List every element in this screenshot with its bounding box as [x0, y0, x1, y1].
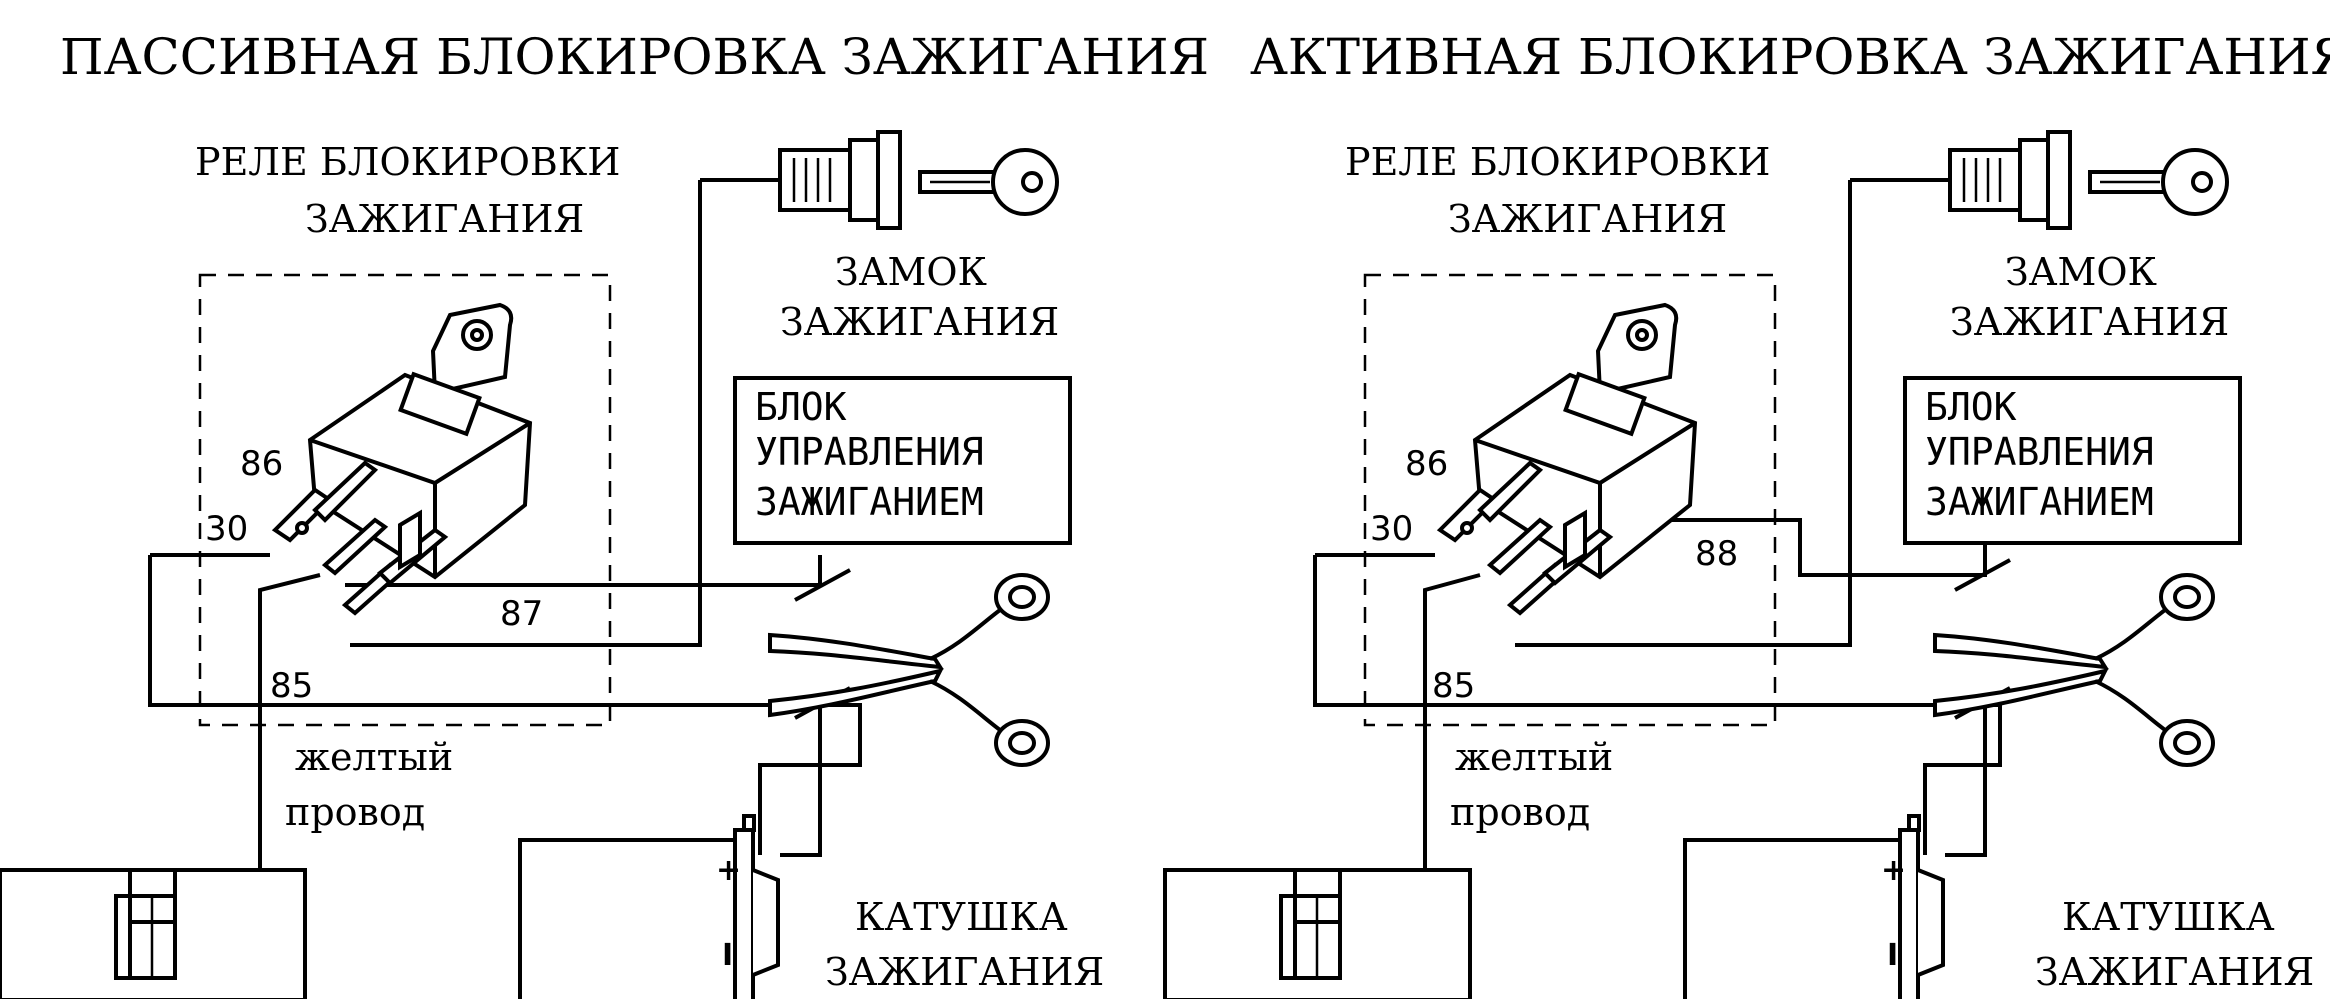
- control-unit-line2: УПРАВЛЕНИЯ: [1925, 430, 2154, 474]
- coil-label-line1: КАТУШКА: [2062, 895, 2275, 939]
- wire-85-coil: [1313, 555, 2002, 855]
- pin-85-label: 85: [1432, 666, 1475, 706]
- control-unit-line1: БЛОК: [755, 385, 847, 429]
- wire-lock: [1515, 178, 1950, 647]
- wire-85-coil: [148, 555, 862, 855]
- coil-label-line2: ЗАЖИГАНИЯ: [2035, 950, 2314, 994]
- coil-minus-sign: I: [722, 938, 733, 973]
- relay: [273, 303, 532, 615]
- ignition-lock-icon: [778, 130, 1059, 230]
- scissors-icon: [768, 573, 1050, 767]
- alarm-module: [0, 868, 307, 999]
- wire-label-line2: провод: [285, 790, 425, 834]
- wire-lock: [350, 178, 780, 647]
- relay-label-line1: РЕЛЕ БЛОКИРОВКИ: [195, 140, 620, 184]
- cut-mark-upper: [1954, 558, 2011, 592]
- wire-label-line2: провод: [1450, 790, 1590, 834]
- control-unit-box: [733, 376, 1072, 545]
- pin-86-label: 86: [240, 444, 283, 484]
- panel-title: АКТИВНАЯ БЛОКИРОВКА ЗАЖИГАНИЯ: [1250, 28, 2330, 86]
- lock-label-line1: ЗАМОК: [835, 250, 987, 294]
- coil-label-line2: ЗАЖИГАНИЯ: [825, 950, 1104, 994]
- lock-label-line2: ЗАЖИГАНИЯ: [780, 300, 1059, 344]
- control-unit-box: [1903, 376, 2242, 545]
- pin-85-label: 85: [270, 666, 313, 706]
- lock-label-line2: ЗАЖИГАНИЯ: [1950, 300, 2229, 344]
- lock-label-line1: ЗАМОК: [2005, 250, 2157, 294]
- panel-passive: ПАССИВНАЯ БЛОКИРОВКА ЗАЖИГАНИЯ РЕЛЕ БЛОК…: [0, 28, 1209, 999]
- wire-label-line1: желтый: [295, 735, 453, 779]
- wire-yellow: [1423, 573, 1481, 870]
- relay-enclosure: [198, 273, 612, 727]
- pin-87-label: 87: [500, 594, 543, 634]
- wire-yellow: [258, 573, 321, 870]
- panel-active: АКТИВНАЯ БЛОКИРОВКА ЗАЖИГАНИЯ РЕЛЕ БЛОКИ…: [1163, 28, 2330, 999]
- ignition-coil: [518, 814, 780, 999]
- alarm-module: [1163, 868, 1472, 999]
- wire-label-line1: желтый: [1455, 735, 1613, 779]
- pin-86-label: 86: [1405, 444, 1448, 484]
- wire-coil-plus: [1945, 705, 1987, 857]
- relay-enclosure: [1363, 273, 1777, 727]
- wire-coil-plus: [780, 705, 822, 857]
- coil-plus-sign: +: [716, 853, 741, 888]
- ignition-lock-icon: [1948, 130, 2229, 230]
- relay-label-line2: ЗАЖИГАНИЯ: [1448, 197, 1727, 241]
- coil-minus-sign: I: [1887, 938, 1898, 973]
- coil-plus-sign: +: [1881, 853, 1906, 888]
- panel-title: ПАССИВНАЯ БЛОКИРОВКА ЗАЖИГАНИЯ: [60, 28, 1209, 86]
- control-unit-line2: УПРАВЛЕНИЯ: [755, 430, 984, 474]
- cut-mark-upper: [794, 568, 851, 602]
- relay-label-line1: РЕЛЕ БЛОКИРОВКИ: [1345, 140, 1770, 184]
- pin-30-label: 30: [1370, 509, 1413, 549]
- control-unit-line1: БЛОК: [1925, 385, 2017, 429]
- wire-88-control: [1585, 518, 1987, 577]
- pin-88-label: 88: [1695, 534, 1738, 574]
- control-unit-line3: ЗАЖИГАНИЕМ: [755, 480, 984, 524]
- control-unit-line3: ЗАЖИГАНИЕМ: [1925, 480, 2154, 524]
- relay: [1438, 303, 1697, 615]
- relay-label-line2: ЗАЖИГАНИЯ: [305, 197, 584, 241]
- scissors-icon: [1933, 573, 2215, 767]
- pin-30-label: 30: [205, 509, 248, 549]
- coil-label-line1: КАТУШКА: [855, 895, 1068, 939]
- ignition-coil: [1683, 814, 1945, 999]
